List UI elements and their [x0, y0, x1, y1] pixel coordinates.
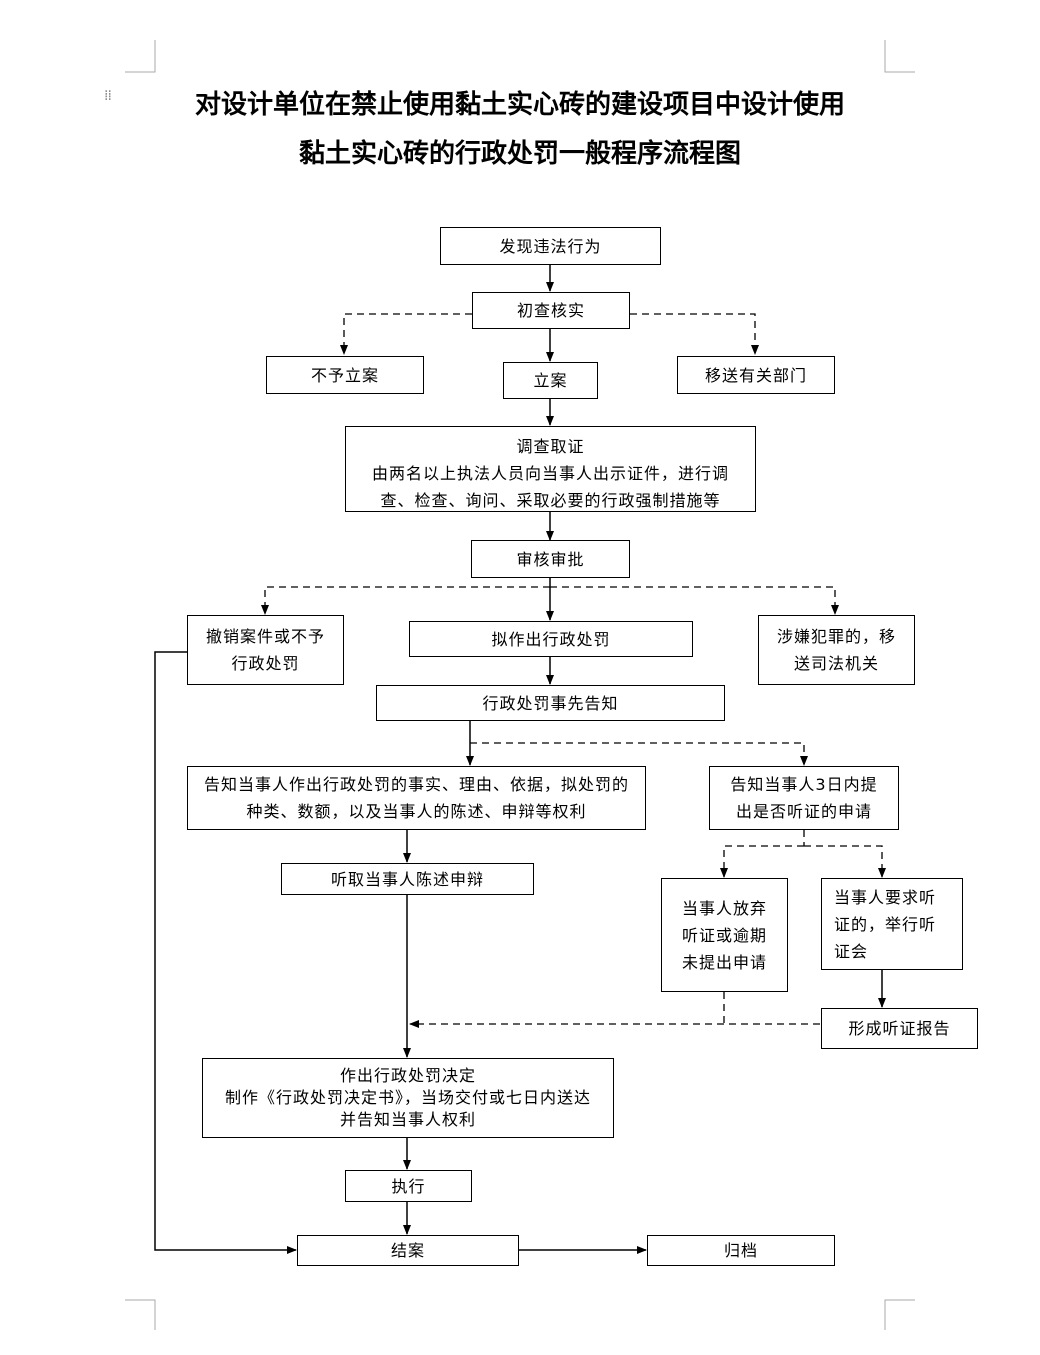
dashed-review-to-revoke: [261, 586, 550, 615]
dashed-check-to-nocase: [340, 313, 472, 355]
node-discover: 发现违法行为: [440, 227, 661, 265]
request-hearing-line2: 证的，举行听: [834, 914, 937, 934]
investigate-title: 调查取证: [516, 437, 585, 456]
node-listen: 听取当事人陈述申辩: [281, 863, 534, 895]
node-archive: 归档: [647, 1235, 835, 1266]
request-hearing-line3: 证会: [834, 941, 869, 961]
node-propose: 拟作出行政处罚: [409, 621, 693, 657]
page-corner-marks: [125, 40, 915, 1330]
dashed-to-request: [804, 845, 886, 878]
node-execute: 执行: [345, 1170, 472, 1202]
criminal-line2: 送司法机关: [793, 654, 879, 673]
investigate-line1: 由两名以上执法人员向当事人出示证件，进行调: [371, 464, 729, 483]
node-file-case: 立案: [503, 362, 598, 399]
notify-hearing-line1: 告知当事人3日内提: [730, 775, 878, 794]
node-close: 结案: [297, 1235, 519, 1266]
criminal-line1: 涉嫌犯罪的，移: [776, 627, 896, 646]
waive-line2: 听证或逾期: [681, 925, 767, 945]
node-notify-hearing: 告知当事人3日内提 出是否听证的申请: [709, 766, 899, 830]
node-review: 审核审批: [471, 540, 630, 578]
node-transfer-dept: 移送有关部门: [677, 356, 835, 394]
dashed-notice-to-hearing-notice: [470, 742, 808, 766]
dashed-to-waive: [720, 845, 804, 878]
page-title-line1: 对设计单位在禁止使用黏土实心砖的建设项目中设计使用: [194, 90, 845, 120]
node-request-hearing: 当事人要求听 证的，举行听 证会: [821, 878, 963, 970]
node-decision: 作出行政处罚决定 制作《行政处罚决定书》，当场交付或七日内送达 并告知当事人权利: [202, 1058, 614, 1138]
notify-rights-line1: 告知当事人作出行政处罚的事实、理由、依据，拟处罚的: [203, 775, 629, 794]
decision-title: 作出行政处罚决定: [339, 1066, 476, 1085]
node-waive: 当事人放弃 听证或逾期 未提出申请: [661, 878, 788, 992]
node-no-case: 不予立案: [266, 356, 424, 394]
notify-hearing-line2: 出是否听证的申请: [735, 802, 872, 821]
node-notify-rights: 告知当事人作出行政处罚的事实、理由、依据，拟处罚的 种类、数额，以及当事人的陈述…: [187, 766, 646, 830]
dashed-review-to-criminal: [550, 586, 839, 615]
notify-rights-line2: 种类、数额，以及当事人的陈述、申辩等权利: [246, 802, 587, 821]
node-criminal: 涉嫌犯罪的，移 送司法机关: [758, 615, 915, 685]
drag-handle-icon[interactable]: ⁞⁞: [104, 88, 112, 104]
node-investigate: 调查取证 由两名以上执法人员向当事人出示证件，进行调 查、检查、询问、采取必要的…: [345, 426, 756, 512]
waive-line3: 未提出申请: [681, 952, 767, 972]
revoke-line1: 撤销案件或不予: [205, 627, 325, 646]
node-hearing-report: 形成听证报告: [821, 1008, 978, 1049]
revoke-line2: 行政处罚: [231, 654, 300, 673]
node-initial-check: 初查核实: [472, 292, 630, 329]
decision-line1: 制作《行政处罚决定书》，当场交付或七日内送达: [224, 1088, 591, 1107]
decision-line2: 并告知当事人权利: [339, 1110, 476, 1129]
waive-line1: 当事人放弃: [681, 898, 767, 918]
investigate-line2: 查、检查、询问、采取必要的行政强制措施等: [380, 491, 721, 510]
request-hearing-line1: 当事人要求听: [834, 887, 937, 907]
arrow-revoke-to-close: [154, 651, 297, 1254]
dashed-check-to-transfer: [630, 313, 759, 355]
node-prior-notice: 行政处罚事先告知: [376, 685, 725, 721]
page-title-line2: 黏土实心砖的行政处罚一般程序流程图: [298, 139, 741, 169]
node-revoke: 撤销案件或不予 行政处罚: [187, 615, 344, 685]
